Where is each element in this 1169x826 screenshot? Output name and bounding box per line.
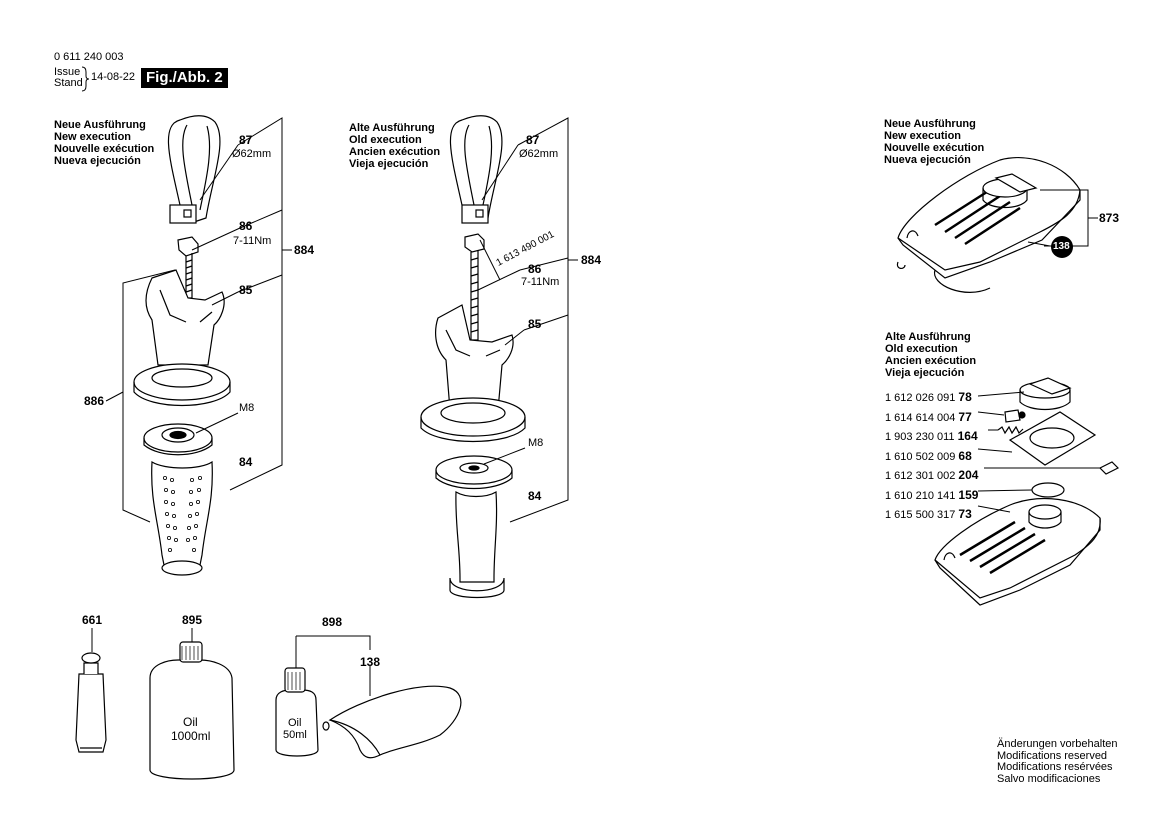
- ref-138-marker: [1051, 236, 1073, 258]
- label-884-mid: 884: [581, 253, 602, 267]
- new-exec-right-es: Nueva ejecución: [884, 154, 971, 166]
- label-138-bottom: 138: [360, 655, 381, 669]
- old-part-row: 1 612 301 002 204: [885, 468, 979, 482]
- seal-159: [1031, 482, 1065, 498]
- clip-204: [1098, 461, 1120, 475]
- oil-small-volume: 50ml: [283, 729, 307, 741]
- knob-78: [1019, 377, 1072, 411]
- old-cover-leaders: [977, 391, 1100, 513]
- oil-bottle-large: [149, 641, 235, 780]
- footer-de: Änderungen vorbehalten: [997, 738, 1118, 750]
- label-84-mid: 84: [528, 489, 542, 503]
- oil-small-label: Oil: [288, 717, 302, 729]
- cover-73: [934, 497, 1101, 606]
- grease-tube: [75, 652, 107, 753]
- new-exec-right-de: Neue Ausführung: [884, 118, 976, 130]
- old-part-row: 1 615 500 317 73: [885, 507, 972, 521]
- footer-en: Modifications reserved: [997, 749, 1108, 762]
- old-exec-right-de: Alte Ausführung: [885, 331, 971, 343]
- spring-164: [997, 425, 1024, 435]
- footer-es: Salvo modificaciones: [997, 772, 1101, 785]
- issue-date: 14-08-22: [91, 71, 136, 83]
- cover-new: [896, 157, 1081, 293]
- label-84-left: 84: [239, 455, 253, 469]
- label-898: 898: [322, 615, 343, 629]
- label-86-mid: 86: [528, 262, 542, 276]
- oil-large-label: Oil: [183, 715, 198, 729]
- old-parts-list: 1 612 026 091 78 1 614 614 004 77 1 903 …: [885, 390, 978, 527]
- label-m8-left: M8: [239, 402, 255, 414]
- old-part-row: 1 612 026 091 78: [885, 390, 972, 404]
- old-exec-right-en: Old execution: [885, 343, 958, 355]
- label-87-left: 87: [239, 133, 253, 147]
- doc-number: 0 611 240 003: [54, 51, 124, 63]
- middle-disc: [435, 455, 513, 490]
- label-d62-left: Ø62mm: [232, 148, 272, 160]
- left-leaders: [105, 117, 292, 523]
- middle-leaders: [477, 117, 578, 523]
- new-exec-en: New execution: [54, 131, 132, 143]
- label-886-left: 886: [84, 394, 105, 408]
- old-part-row: 1 610 210 141 159: [885, 487, 979, 502]
- bottom-leaders: [91, 628, 371, 696]
- label-m8-mid: M8: [528, 437, 544, 449]
- old-part-row: 1 610 502 009 68: [885, 448, 972, 463]
- left-grip: [151, 460, 213, 576]
- figure-label: Fig./Abb. 2: [141, 68, 228, 88]
- new-exec-right-fr: Nouvelle exécution: [884, 142, 985, 154]
- label-d62-mid: Ø62mm: [519, 148, 559, 160]
- old-exec-right-es: Vieja ejecución: [885, 367, 965, 379]
- label-895: 895: [182, 613, 203, 627]
- old-part-row: 1 903 230 011 164: [885, 429, 978, 443]
- left-handle-body: [133, 269, 231, 406]
- new-exec-de: Neue Ausführung: [54, 119, 146, 131]
- label-138-marker: 138: [1053, 241, 1070, 252]
- label-884-left: 884: [294, 243, 315, 257]
- label-torque-mid: 7-11Nm: [521, 276, 560, 288]
- oil-bottle-small: [275, 667, 319, 757]
- old-exec-right-fr: Ancien exécution: [885, 355, 977, 367]
- screw-77: [1004, 409, 1026, 423]
- new-exec-fr: Nouvelle exécution: [54, 143, 155, 155]
- stand-label: Stand: [54, 77, 83, 89]
- issue-label: Issue: [54, 66, 81, 78]
- old-exec-de: Alte Ausführung: [349, 122, 435, 134]
- middle-grip: [449, 490, 505, 599]
- modifications-note: Änderungen vorbehalten Modifications res…: [997, 738, 1118, 785]
- oil-large-volume: 1000ml: [171, 729, 211, 743]
- label-661: 661: [82, 613, 103, 627]
- label-85-mid: 85: [528, 317, 542, 331]
- old-part-row: 1 614 614 004 77: [885, 409, 972, 424]
- new-exec-right-en: New execution: [884, 130, 962, 142]
- middle-strap: [449, 115, 503, 224]
- plate-68: [1008, 411, 1097, 466]
- footer-fr: Modifications resérvées: [997, 761, 1113, 773]
- new-exec-es: Nueva ejecución: [54, 155, 141, 167]
- label-873: 873: [1099, 211, 1120, 225]
- old-exec-es: Vieja ejecución: [349, 158, 429, 170]
- old-exec-fr: Ancien exécution: [349, 146, 441, 158]
- label-torque-left: 7-11Nm: [233, 235, 272, 247]
- middle-bolt: [464, 233, 485, 341]
- middle-handle-body: [420, 304, 526, 442]
- left-disc: [143, 423, 213, 456]
- label-85-left: 85: [239, 283, 253, 297]
- old-exec-en: Old execution: [349, 134, 422, 146]
- cleaning-cloth: [322, 685, 462, 759]
- label-86-left: 86: [239, 219, 253, 233]
- left-strap: [167, 115, 221, 224]
- label-87-mid: 87: [526, 133, 540, 147]
